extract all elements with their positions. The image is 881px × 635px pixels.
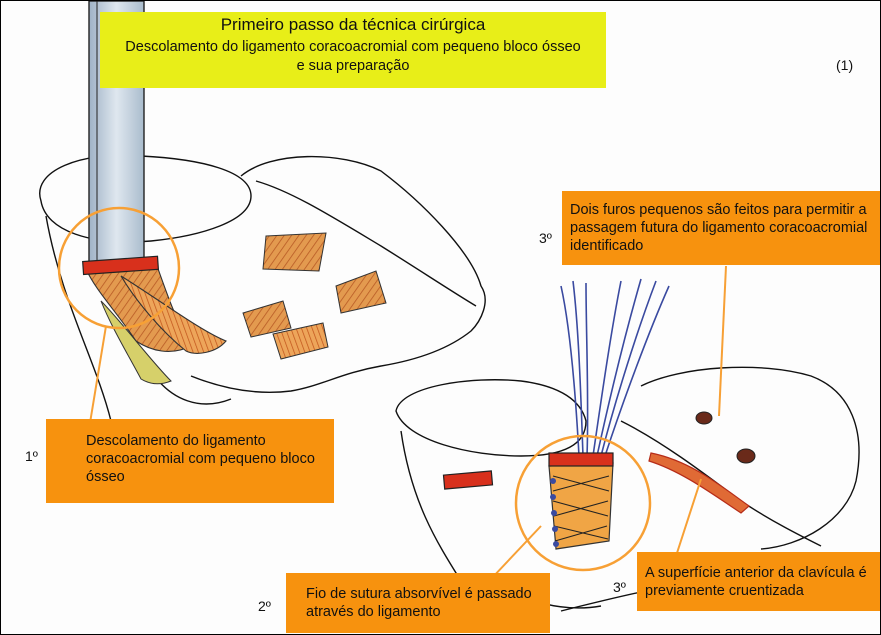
prepared-ligament bbox=[548, 452, 614, 550]
detachment-leader-line bbox=[88, 325, 107, 430]
title-banner: Primeiro passo da técnica cirúrgica Desc… bbox=[100, 12, 606, 88]
clavicle-inner bbox=[620, 420, 822, 547]
left-ligament bbox=[82, 255, 227, 385]
suture-highlight-circle bbox=[514, 434, 652, 572]
surface-leader-line bbox=[676, 478, 702, 554]
label-suture: Fio de sutura absorvível é passado atrav… bbox=[286, 573, 550, 633]
label-holes: Dois furos pequenos são feitos para perm… bbox=[562, 191, 880, 265]
clavicle-outline bbox=[640, 366, 860, 550]
clavicle-holes bbox=[695, 411, 756, 464]
acromion-lower-edge bbox=[45, 215, 112, 422]
right-lower-curve-2 bbox=[560, 590, 647, 612]
detachment-highlight-circle bbox=[57, 206, 181, 330]
bone-block-right bbox=[442, 470, 494, 490]
step-3-marker-holes: 3º bbox=[539, 230, 552, 246]
label-surface: A superfície anterior da clavícula é pre… bbox=[637, 552, 880, 611]
right-acromion-lower bbox=[400, 430, 462, 582]
coracoid-inner-edge bbox=[255, 180, 477, 307]
label-detachment: Descolamento do ligamento coracoacromial… bbox=[46, 419, 334, 503]
suture-leader-line bbox=[490, 525, 542, 580]
suture-threads bbox=[560, 278, 670, 457]
holes-leader-line bbox=[718, 265, 727, 417]
step-3-marker-surface: 3º bbox=[613, 579, 626, 595]
step-1-marker: 1º bbox=[25, 448, 38, 464]
page-title: Primeiro passo da técnica cirúrgica bbox=[220, 15, 486, 34]
acromion-outline bbox=[39, 154, 252, 243]
figure-number: (1) bbox=[836, 57, 854, 73]
page-subtitle: Descolamento do ligamento coracoacromial… bbox=[125, 39, 581, 74]
step-2-marker: 2º bbox=[258, 598, 271, 614]
right-acromion-outline bbox=[395, 379, 587, 457]
ligament-fragments bbox=[242, 232, 387, 360]
coracoid-outline bbox=[190, 155, 486, 394]
